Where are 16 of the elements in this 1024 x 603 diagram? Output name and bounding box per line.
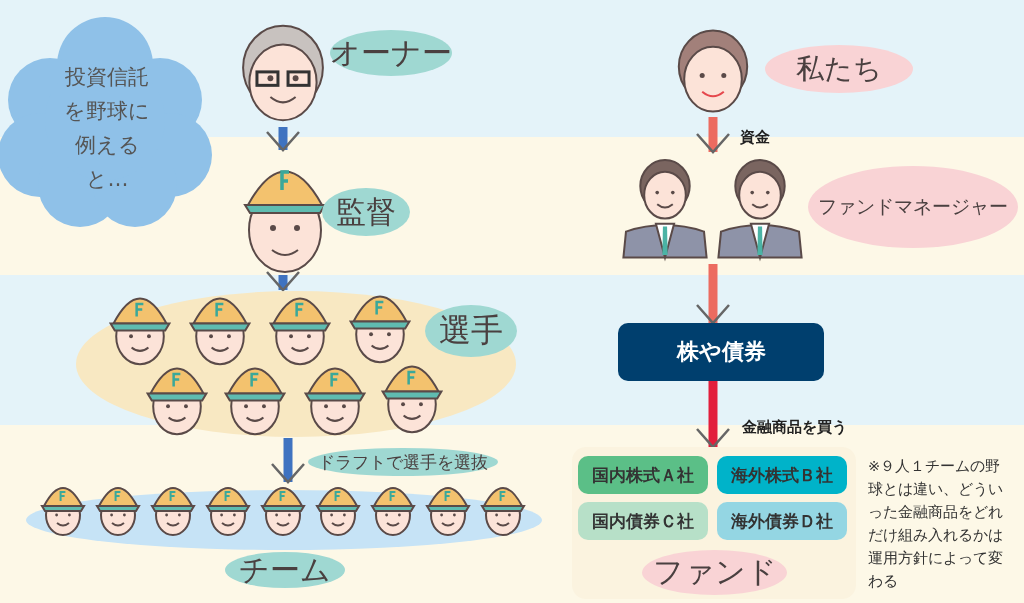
arrow: [695, 264, 731, 325]
arrow: [265, 270, 301, 292]
company-box: 国内債券Ｃ社: [578, 502, 708, 540]
company-box: 海外債券Ｄ社: [717, 502, 847, 540]
arrow: [695, 381, 731, 449]
arrow: [695, 117, 731, 154]
company-box: 海外株式Ｂ社: [717, 456, 847, 494]
fund-label: ファンド: [651, 553, 778, 591]
note-text: ※９人１チームの野球とは違い、どういった金融商品をどれだけ組み入れるかは運用方針によって変わる: [868, 457, 1004, 591]
arrow: [270, 438, 306, 484]
cloud-text: 投資信託を野球に例えると…: [63, 64, 151, 193]
arrow: [265, 127, 301, 152]
edge-label: 金融商品を買う: [742, 418, 847, 437]
asset-box: 株や債券: [618, 323, 824, 381]
company-box: 国内株式Ａ社: [578, 456, 708, 494]
edge-label: 資金: [740, 128, 770, 147]
